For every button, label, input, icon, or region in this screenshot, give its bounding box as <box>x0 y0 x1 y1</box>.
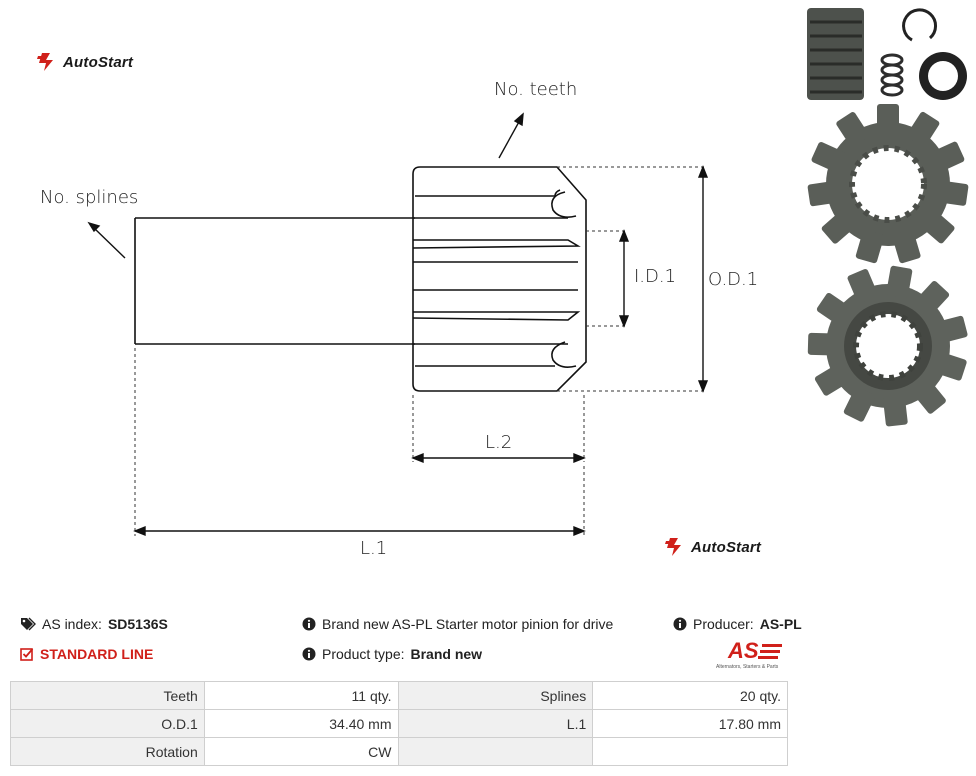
autostart-logo-icon <box>665 538 681 556</box>
info-circle-icon <box>673 617 687 631</box>
info-circle-icon <box>302 647 316 661</box>
autostart-logo-text: AutoStart <box>691 538 762 556</box>
spec-value: CW <box>203 737 399 766</box>
spec-label <box>397 737 594 766</box>
label-no-splines: No. splines <box>40 187 139 208</box>
autostart-logo-text: AutoStart <box>63 53 134 71</box>
as-pl-tagline: Alternators, Starters & Parts <box>716 664 779 670</box>
spec-value: 17.80 mm <box>592 709 788 738</box>
table-row: O.D.1 34.40 mm L.1 17.80 mm <box>10 709 788 738</box>
autostart-logo-bottom: AutoStart <box>664 537 761 557</box>
product-description: Brand new AS-PL Starter motor pinion for… <box>302 616 613 632</box>
table-row: Teeth 11 qty. Splines 20 qty. <box>10 681 788 710</box>
description-text: Brand new AS-PL Starter motor pinion for… <box>322 616 614 632</box>
label-od1: O.D.1 <box>708 269 759 290</box>
as-pl-logo-text: AS <box>728 638 759 663</box>
spec-value: 34.40 mm <box>203 709 399 738</box>
as-index: AS index: SD5136S <box>20 616 168 632</box>
as-pl-logo: AS Alternators, Starters & Parts <box>716 640 792 672</box>
specifications-table: Teeth 11 qty. Splines 20 qty. O.D.1 34.4… <box>10 681 788 766</box>
label-l1: L.1 <box>360 538 388 559</box>
label-id1: I.D.1 <box>634 266 677 287</box>
standard-line: STANDARD LINE <box>20 646 153 662</box>
product-photo-gear-angle[interactable] <box>806 264 970 428</box>
autostart-logo-icon <box>37 53 53 71</box>
label-no-teeth: No. teeth <box>494 79 578 100</box>
spec-value <box>592 737 788 766</box>
table-row: Rotation CW <box>10 737 788 766</box>
spec-label: L.1 <box>397 709 594 738</box>
autostart-logo-top: AutoStart <box>36 52 133 72</box>
spec-label: Splines <box>397 681 594 710</box>
as-index-label: AS index: <box>42 616 102 632</box>
producer: Producer: AS-PL <box>673 616 802 632</box>
spec-value: 20 qty. <box>592 681 788 710</box>
product-type-value: Brand new <box>410 646 483 662</box>
product-type: Product type: Brand new <box>302 646 482 662</box>
product-photo-kit[interactable] <box>800 0 976 104</box>
producer-value: AS-PL <box>759 616 802 632</box>
check-square-icon <box>20 648 34 661</box>
pinion-technical-drawing <box>87 112 709 537</box>
tags-icon <box>21 617 36 631</box>
product-photo-gear-front[interactable] <box>806 104 970 264</box>
standard-line-label: STANDARD LINE <box>40 646 154 662</box>
info-circle-icon <box>302 617 316 631</box>
spec-value: 11 qty. <box>203 681 399 710</box>
spec-label: Rotation <box>10 737 205 766</box>
spec-label: Teeth <box>10 681 205 710</box>
producer-label: Producer: <box>693 616 754 632</box>
product-type-label: Product type: <box>322 646 405 662</box>
as-index-value: SD5136S <box>107 616 168 632</box>
spec-label: O.D.1 <box>10 709 205 738</box>
label-l2: L.2 <box>485 432 513 453</box>
